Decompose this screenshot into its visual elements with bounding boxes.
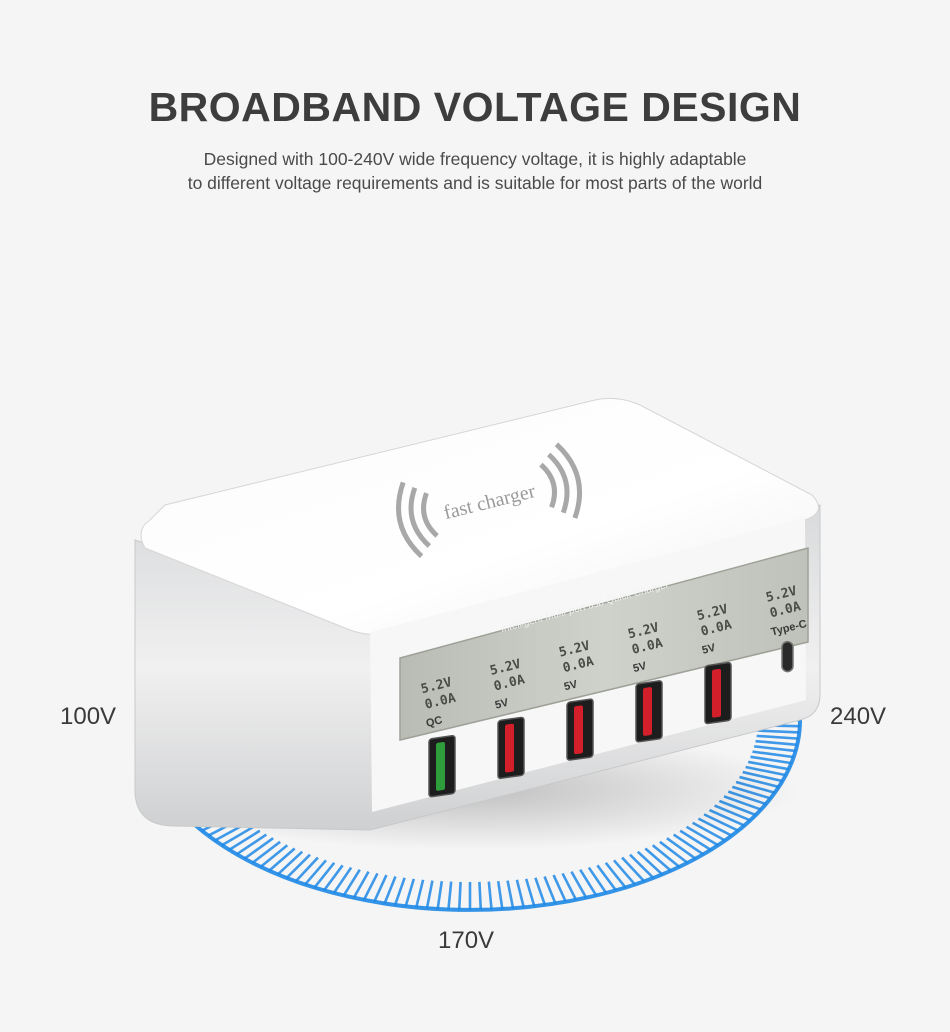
- voltage-arc-tick: [636, 850, 664, 876]
- voltage-arc-tick: [342, 868, 361, 897]
- voltage-arc-tick: [352, 870, 370, 899]
- lcd-readouts: 5.2V0.0A5.2V0.0A5.2V0.0A5.2V0.0A5.2V0.0A…: [419, 584, 802, 713]
- charger-top: [140, 397, 820, 636]
- lcd-current-reading: 0.0A: [768, 599, 802, 621]
- lcd-current-reading: 0.0A: [423, 691, 457, 713]
- voltage-arc-tick: [534, 877, 547, 906]
- voltage-arc-tick: [570, 870, 588, 899]
- lcd-voltage-reading: 5.2V: [695, 602, 729, 624]
- voltage-arc-tick: [268, 847, 296, 872]
- voltage-arc-tick: [672, 833, 705, 856]
- voltage-arc-tick: [644, 847, 672, 872]
- voltage-arc-tick: [383, 875, 397, 905]
- voltage-arc-tick: [276, 850, 304, 876]
- voltage-arc-tick: [604, 862, 627, 889]
- subtitle-line-1: Designed with 100-240V wide frequency vo…: [203, 149, 747, 169]
- voltage-arc-tick: [587, 866, 608, 894]
- voltage-arc-tick: [524, 878, 536, 907]
- lcd-voltage-reading: 5.2V: [764, 584, 798, 606]
- port-label: 5V: [701, 642, 718, 657]
- usb-port-insert: [643, 687, 652, 736]
- lcd-panel: [399, 547, 809, 741]
- lcd-current-reading: 0.0A: [492, 672, 526, 694]
- voltage-arc-tick: [436, 881, 444, 910]
- port-label: QC: [425, 714, 444, 730]
- page-subtitle: Designed with 100-240V wide frequency vo…: [0, 147, 950, 195]
- voltage-arc-tick: [235, 833, 268, 856]
- voltage-arc-tick: [251, 840, 281, 864]
- voltage-arc-tick: [285, 853, 311, 879]
- voltage-arc-tick: [332, 866, 353, 894]
- lcd-voltage-reading: 5.2V: [488, 657, 522, 679]
- voltage-arc-tick: [561, 872, 578, 901]
- voltage-arc-tick: [506, 880, 515, 909]
- usb-port-insert: [505, 723, 514, 773]
- voltage-arc-tick: [487, 881, 493, 910]
- voltage-arc-tick: [750, 755, 792, 765]
- voltage-arc-tick: [666, 837, 697, 860]
- charger-device: Intelligent Multi-port usb Quick Charger…: [134, 397, 821, 831]
- port-label: 5V: [632, 660, 649, 675]
- voltage-arc-tick: [659, 840, 689, 864]
- lcd-current-reading: 0.0A: [630, 636, 664, 658]
- voltage-arc-tick: [754, 745, 796, 753]
- voltage-arc-tick: [243, 837, 274, 860]
- voltage-arc-tick: [757, 729, 800, 734]
- port-label: 5V: [563, 678, 580, 693]
- voltage-arc-tick: [259, 844, 289, 868]
- voltage-arc-tick: [447, 881, 453, 910]
- voltage-arc-tick: [304, 859, 327, 886]
- voltage-arc-tick: [322, 864, 344, 892]
- lcd-voltage-reading: 5.2V: [557, 638, 591, 660]
- voltage-arc-tick: [362, 872, 379, 901]
- subtitle-line-2: to different voltage requirements and is…: [187, 173, 763, 193]
- voltage-arc-tick: [457, 881, 462, 910]
- voltage-arc-tick: [373, 874, 388, 903]
- voltage-arc-tick: [294, 856, 319, 883]
- usb-port-insert: [574, 705, 583, 755]
- voltage-arc-tick: [596, 864, 618, 892]
- lcd-current-reading: 0.0A: [561, 654, 595, 676]
- voltage-arc-tick: [621, 856, 646, 883]
- voltage-arc-tick: [414, 879, 425, 908]
- port-label: 5V: [494, 697, 511, 712]
- voltage-arc-tick: [752, 750, 794, 759]
- voltage-arc-tick: [313, 862, 336, 889]
- lcd-voltage-reading: 5.2V: [626, 620, 660, 642]
- voltage-arc-tick: [613, 859, 636, 886]
- voltage-max-label: 240V: [830, 703, 887, 730]
- voltage-arc-tick: [515, 879, 526, 908]
- voltage-arc-tick: [756, 734, 799, 740]
- lcd-voltage-reading: 5.2V: [419, 675, 453, 697]
- voltage-arc-tick: [552, 874, 567, 903]
- voltage-arc-tick: [579, 868, 598, 897]
- voltage-min-label: 100V: [60, 703, 117, 730]
- voltage-arc-tick: [629, 853, 655, 879]
- voltage-arc-tick: [425, 880, 434, 909]
- voltage-arc-tick: [496, 881, 504, 910]
- voltage-arc-tick: [393, 877, 406, 906]
- voltage-arc-tick: [404, 878, 416, 907]
- usb-port-insert: [436, 742, 445, 791]
- voltage-arc-tick: [478, 881, 483, 910]
- usb-port-insert: [712, 668, 721, 718]
- voltage-arc-tick: [651, 844, 681, 868]
- voltage-arc-tick: [543, 875, 557, 905]
- usb-c-port: [781, 640, 794, 673]
- voltage-arc-tick: [755, 739, 798, 747]
- lcd-current-reading: 0.0A: [699, 617, 733, 639]
- voltage-mid-label: 170V: [438, 927, 495, 954]
- page-title: BROADBAND VOLTAGE DESIGN: [148, 84, 802, 130]
